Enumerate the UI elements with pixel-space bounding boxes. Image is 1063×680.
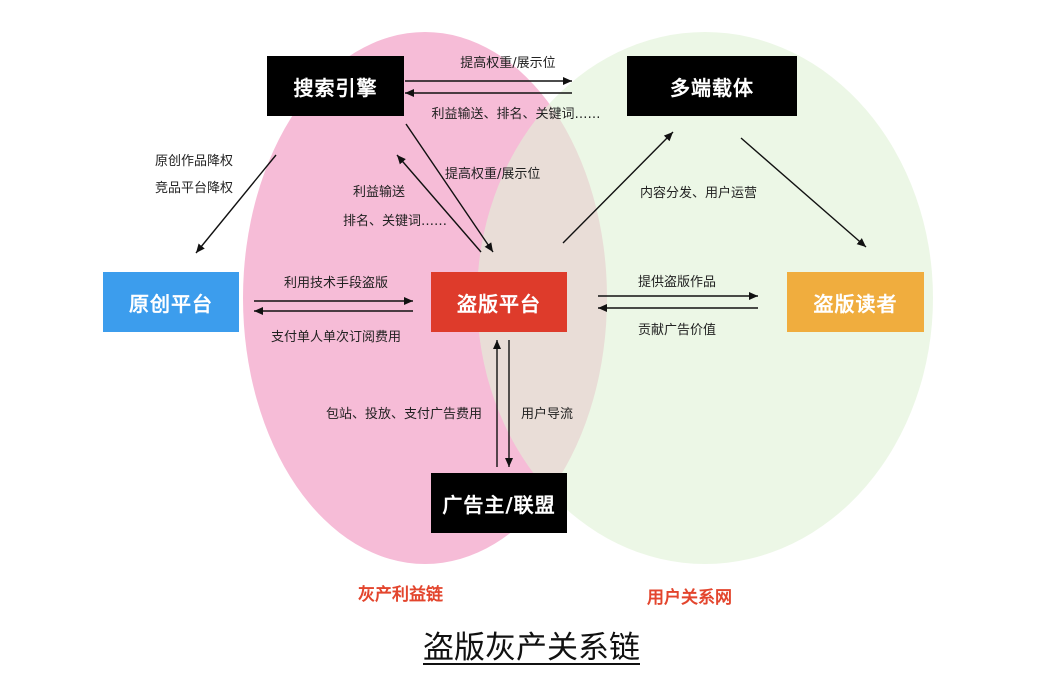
node-advertiser: 广告主/联盟 (431, 473, 567, 533)
arrow-search-to-original (195, 154, 277, 254)
node-original-platform: 原创平台 (103, 272, 239, 332)
label-search-to-original-2: 竞品平台降权 (155, 180, 233, 196)
node-pirate-platform: 盗版平台 (431, 272, 567, 332)
label-original-to-pirate: 利用技术手段盗版 (284, 275, 388, 291)
label-pirate-to-reader: 提供盗版作品 (638, 274, 716, 290)
label-advertiser-to-pirate: 包站、投放、支付广告费用 (326, 406, 482, 422)
label-search-to-multi: 利益输送、排名、关键词…… (431, 106, 600, 122)
page-title-text: 盗版灰产关系链 (423, 630, 640, 666)
label-pirate-to-original: 支付单人单次订阅费用 (271, 329, 401, 345)
label-pirate-to-advertiser: 用户导流 (521, 406, 573, 422)
arrow-pirate-to-search (396, 154, 482, 253)
node-pirate-reader: 盗版读者 (787, 272, 924, 332)
grey-chain-label: 灰产利益链 (358, 585, 443, 605)
arrow-multi-to-reader (740, 137, 867, 248)
label-search-to-pirate-1: 利益输送 (353, 184, 405, 200)
page-title: 盗版灰产关系链 (0, 622, 1063, 667)
arrow-search-to-pirate (405, 123, 494, 253)
label-pirate-to-search-top: 提高权重/展示位 (460, 55, 555, 71)
label-reader-to-pirate: 贡献广告价值 (638, 322, 716, 338)
user-network-label: 用户关系网 (647, 588, 732, 608)
node-multi-device: 多端载体 (627, 56, 797, 116)
label-search-to-pirate-diag: 提高权重/展示位 (445, 166, 540, 182)
node-search-engine: 搜索引擎 (267, 56, 404, 116)
label-search-to-original-1: 原创作品降权 (155, 153, 233, 169)
user-network-circle (477, 32, 933, 564)
arrow-pirate-to-multi (562, 131, 674, 244)
label-multi-to-reader: 内容分发、用户运营 (640, 185, 757, 201)
label-search-to-pirate-2: 排名、关键词…… (343, 213, 447, 229)
